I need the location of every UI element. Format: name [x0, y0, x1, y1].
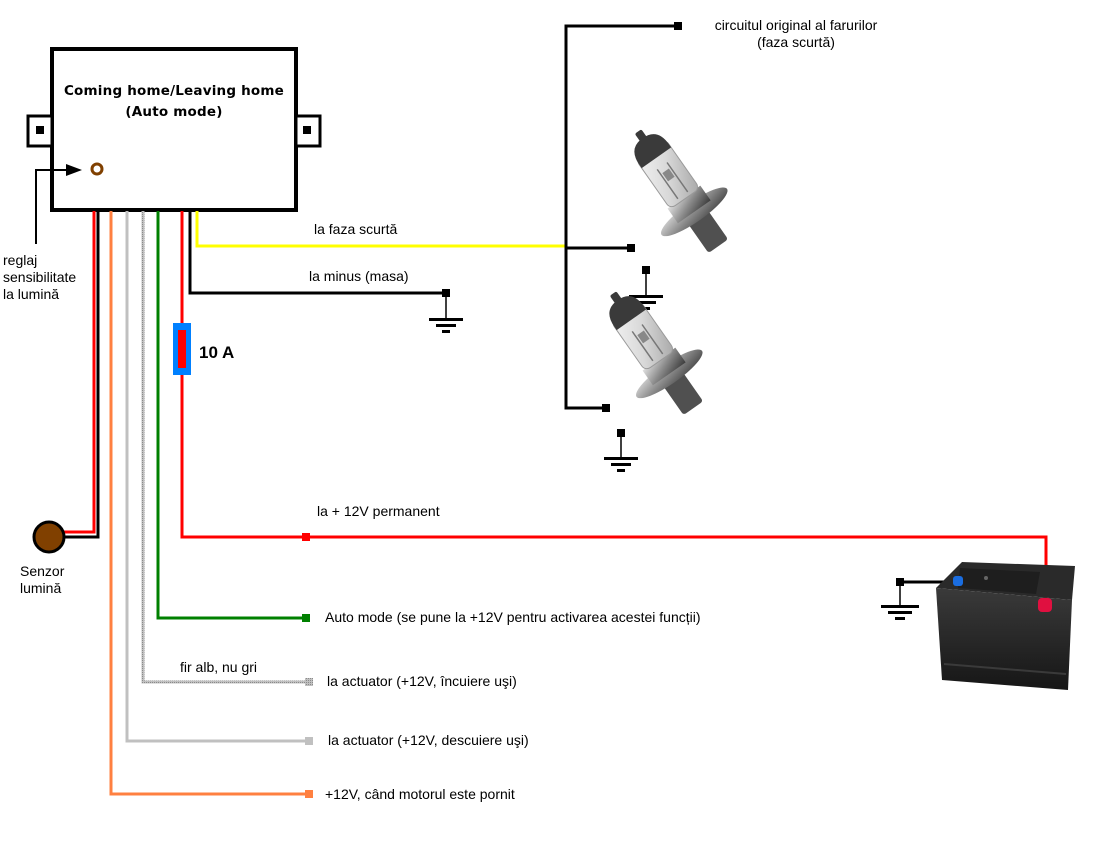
car-battery	[936, 562, 1075, 690]
module-title-line2: (Auto mode)	[125, 104, 223, 120]
terminal-bulb2	[602, 404, 610, 412]
auto-mode-label: Auto mode (se pune la +12V pentru activa…	[325, 609, 701, 625]
terminal-permanent	[302, 533, 310, 541]
sensitivity-label-line1: reglaj	[3, 252, 38, 268]
terminal-original-circuit	[674, 22, 682, 30]
wire-gray-unlock	[125, 211, 307, 743]
sensitivity-adjust-label: reglaj sensibilitate la lumină	[3, 252, 76, 303]
terminal-ignition	[305, 790, 313, 798]
actuator-unlock-label: la actuator (+12V, descuiere uşi)	[328, 732, 529, 748]
headlight-bulb-2	[609, 292, 703, 414]
original-circuit-line2: (faza scurtă)	[757, 34, 835, 50]
wire-yellow-low-beam	[195, 211, 566, 248]
terminal-unlock	[305, 737, 313, 745]
bulb-cap	[609, 296, 647, 331]
battery-positive-terminal	[1038, 598, 1052, 612]
actuator-lock-label: la actuator (+12V, încuiere uşi)	[327, 673, 517, 689]
permanent-12v-label: la + 12V permanent	[317, 503, 440, 519]
terminal-lock	[305, 678, 313, 686]
terminal-auto-mode	[302, 614, 310, 622]
wire-black-ground	[188, 211, 446, 295]
sensitivity-pointer	[35, 164, 82, 244]
ground-symbol-module	[429, 297, 463, 333]
wire-orange-ignition	[109, 211, 307, 796]
control-module	[26, 47, 322, 212]
module-title: Coming home/Leaving home (Auto mode)	[52, 81, 296, 123]
fuse-rating-label: 10 A	[199, 343, 235, 362]
light-sensor-label: Senzor lumină	[20, 563, 64, 597]
light-sensor	[32, 520, 66, 554]
original-circuit-label: circuitul original al farurilor (faza sc…	[693, 17, 899, 51]
wire-white-lock	[141, 211, 307, 684]
battery-body	[936, 588, 1072, 690]
module-title-line1: Coming home/Leaving home	[63, 83, 285, 99]
light-sensor-label-line1: Senzor	[20, 563, 65, 579]
ground-label: la minus (masa)	[309, 268, 409, 284]
terminal-ground	[442, 289, 450, 297]
wire-headlight-bus	[564, 24, 678, 410]
fuse-10a	[173, 323, 191, 375]
ground-symbol-bulb2	[604, 429, 638, 472]
terminal-bulb1	[627, 244, 635, 252]
bulb-cap	[634, 134, 672, 169]
wire-green-auto-mode	[156, 211, 305, 620]
sensitivity-label-line2: sensibilitate	[3, 269, 77, 285]
white-wire-note: fir alb, nu gri	[180, 659, 258, 675]
original-circuit-line1: circuitul original al farurilor	[714, 17, 878, 33]
headlight-bulb-1	[634, 130, 728, 252]
mounting-hole-left	[36, 126, 44, 134]
low-beam-label: la faza scurtă	[314, 221, 398, 237]
fuse-element	[178, 330, 186, 368]
mounting-tab-left	[26, 114, 54, 148]
sensitivity-potentiometer[interactable]	[90, 162, 104, 176]
battery-negative-terminal	[953, 576, 963, 586]
wire-sensor-red	[60, 211, 96, 534]
wire-sensor-black	[60, 211, 100, 539]
ignition-12v-label: +12V, când motorul este pornit	[325, 786, 515, 802]
mounting-hole-right	[303, 126, 311, 134]
light-sensor-label-line2: lumină	[20, 580, 62, 596]
sensitivity-label-line3: la lumină	[3, 286, 60, 302]
arrow-icon	[66, 164, 82, 176]
module-body	[50, 47, 298, 212]
